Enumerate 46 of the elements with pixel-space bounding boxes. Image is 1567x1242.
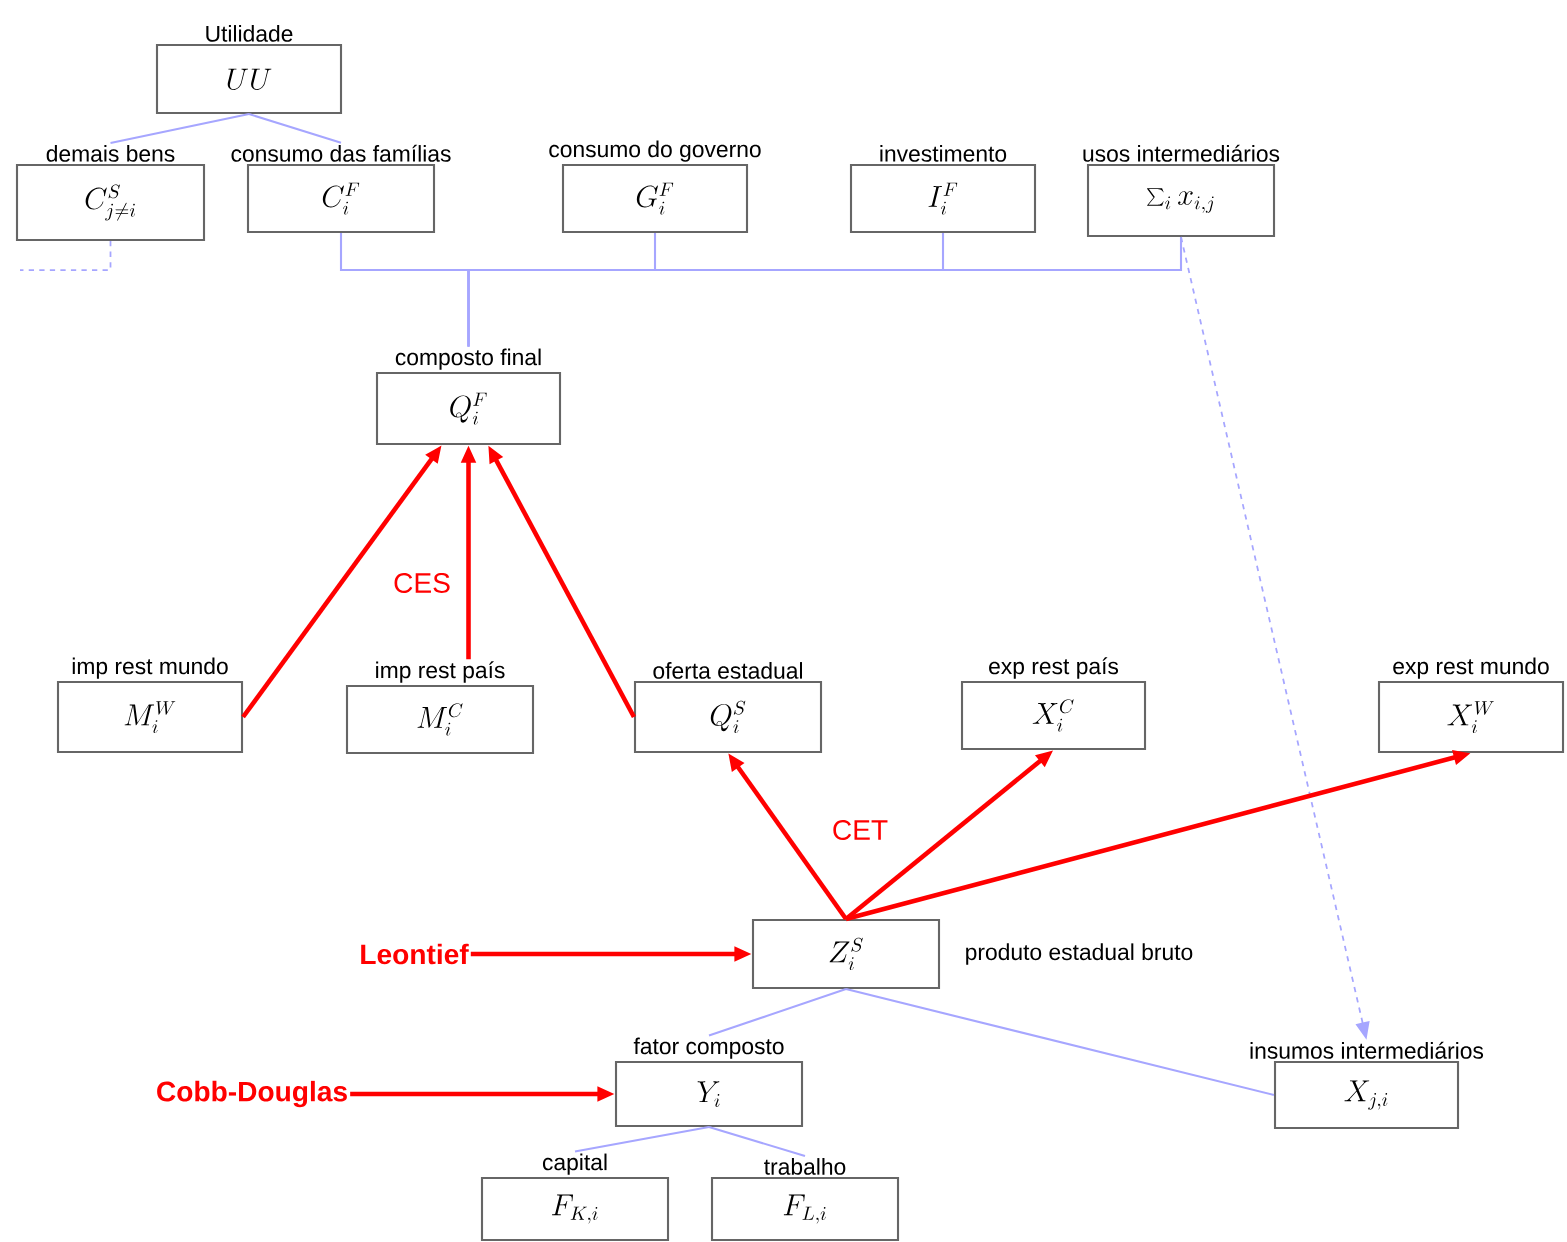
box-heading: imp rest país [376, 661, 505, 683]
formula-box: $X^{W}_{i}$ [1377, 680, 1565, 754]
box-heading: composto final [395, 348, 541, 370]
formula-box: $G^{F}_{i}$ [561, 163, 749, 234]
formula-box: $M^{C}_{i}$ [345, 684, 535, 755]
nest-label: CES [394, 573, 450, 593]
box-heading: demais bens [46, 145, 175, 162]
connector [248, 113, 342, 144]
formula-box: $I^{F}_{i}$ [849, 163, 1037, 234]
connector [708, 1126, 806, 1157]
connector [845, 988, 1275, 1097]
formula-box: $C^{F}_{i}$ [246, 163, 436, 234]
box-heading: insumos intermediários [1250, 1041, 1484, 1059]
method-label: Cobb-Douglas [157, 1080, 347, 1108]
box-heading: trabalho [764, 1158, 846, 1175]
connector [19, 240, 112, 271]
box-heading: exp rest mundo [1393, 657, 1549, 679]
nest-label: CET [833, 820, 888, 840]
method-label: Leontief [361, 943, 469, 965]
formula-box: $X^{C}_{i}$ [960, 680, 1147, 751]
connector [110, 113, 250, 144]
box-heading: oferta estadual [653, 662, 802, 679]
connector [708, 988, 847, 1037]
formula-box: $Z^{S}_{i}$ [751, 918, 941, 990]
formula-box: $UU$ [155, 43, 343, 115]
formula-box: $F_{K,i}$ [480, 1176, 670, 1242]
connector [467, 237, 1183, 347]
formula-box: $Q^{S}_{i}$ [633, 680, 823, 754]
box-heading: consumo do governo [549, 140, 761, 162]
box-caption: produto estadual bruto [966, 943, 1193, 965]
box-heading: investimento [880, 145, 1007, 162]
formula-box: $F_{L,i}$ [710, 1176, 900, 1242]
formula-box: $M^{W}_{i}$ [56, 680, 244, 754]
box-heading: imp rest mundo [72, 657, 228, 679]
formula-box: $X_{j,i}$ [1273, 1060, 1460, 1130]
box-heading: capital [542, 1153, 607, 1175]
formula-box: $C^{S}_{j\neq i}$ [15, 163, 206, 242]
formula-box: $Q^{F}_{i}$ [375, 371, 562, 446]
connector [574, 1126, 710, 1153]
box-heading: Utilidade [206, 25, 293, 42]
formula-box: $Y_{i}$ [614, 1060, 804, 1128]
box-heading: fator composto [633, 1037, 784, 1059]
box-heading: consumo das famílias [231, 144, 451, 162]
box-heading: exp rest país [989, 657, 1119, 679]
formula-box: $\sum_{i} x_{i,j}$ [1086, 163, 1276, 238]
box-heading: usos intermediários [1083, 144, 1280, 162]
